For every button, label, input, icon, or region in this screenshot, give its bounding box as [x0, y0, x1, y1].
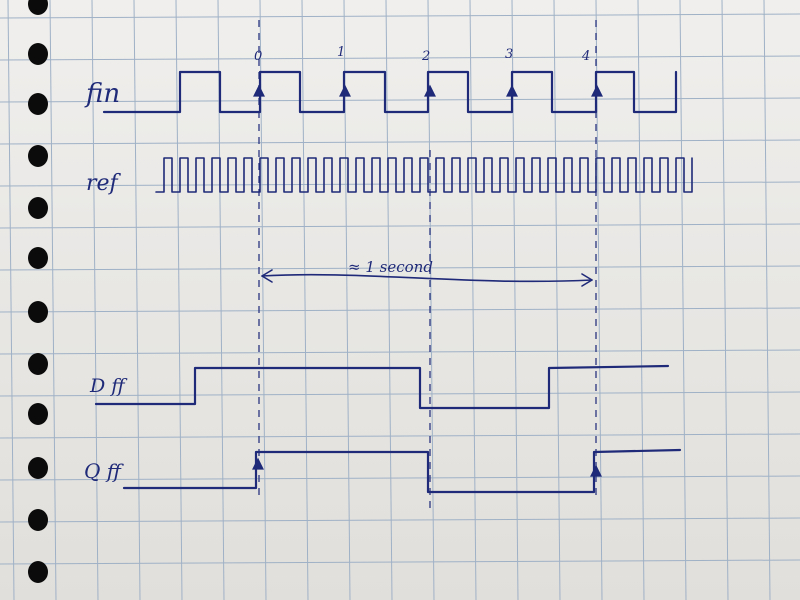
grid-line-vertical [763, 0, 771, 600]
punch-holes [28, 0, 48, 583]
edge-arrow-6 [590, 464, 602, 477]
grid-line-horizontal [0, 55, 800, 61]
edge-number-0: 0 [254, 49, 262, 64]
ref-waveform [155, 157, 693, 193]
grid-line-vertical [49, 0, 57, 600]
grid-line-horizontal [0, 391, 800, 397]
grid-line-vertical [91, 0, 99, 600]
fin-label: fin [84, 79, 120, 109]
grid-line-vertical [301, 0, 309, 600]
grid-line-vertical [133, 0, 141, 600]
grid-line-vertical [385, 0, 393, 600]
punch-hole [28, 0, 48, 15]
punch-hole [28, 403, 48, 425]
ref-label: ref [86, 171, 122, 196]
edge-arrow-4 [591, 84, 603, 97]
grid-line-horizontal [0, 475, 800, 481]
punch-hole [28, 145, 48, 167]
duration-label: ≈ 1 second [348, 258, 433, 276]
edge-arrow-0 [253, 84, 265, 97]
duration-arrowhead-left [261, 269, 273, 283]
grid-line-horizontal [0, 97, 800, 103]
grid-line-horizontal [0, 265, 800, 271]
grid-line-vertical [637, 0, 645, 600]
punch-hole [28, 43, 48, 65]
grid-line-horizontal [0, 181, 800, 187]
grid-line-horizontal [0, 307, 800, 313]
grid-line-horizontal [0, 223, 800, 229]
d-ff-waveform [94, 364, 670, 410]
duration-arrowhead-right [581, 273, 593, 287]
edge-arrows [252, 84, 603, 477]
grid-line-vertical [175, 0, 183, 600]
fin-waveform [102, 70, 678, 114]
grid-line-vertical [679, 0, 687, 600]
grid-line-horizontal [0, 433, 800, 439]
punch-hole [28, 301, 48, 323]
grid-line-horizontal [0, 139, 800, 145]
edge-number-2: 2 [421, 49, 430, 64]
q-ff-label: Q ff [84, 459, 125, 483]
grid-line-vertical [7, 0, 15, 600]
punch-hole [28, 93, 48, 115]
edge-arrow-3 [506, 84, 518, 97]
q-ff-waveform [122, 448, 682, 494]
punch-hole [28, 561, 48, 583]
grid-line-horizontal [0, 13, 800, 19]
edge-number-1: 1 [337, 45, 345, 60]
duration-arrow-line [261, 273, 593, 283]
grid-line-horizontal [0, 517, 800, 523]
grid-line-vertical [721, 0, 729, 600]
grid-line-horizontal [0, 349, 800, 355]
edge-arrow-1 [339, 84, 351, 97]
grid-line-vertical [553, 0, 561, 600]
punch-hole [28, 247, 48, 269]
grid-line-vertical [469, 0, 477, 600]
grid-line-horizontal [0, 559, 800, 565]
edge-number-3: 3 [505, 47, 513, 62]
edge-number-4: 4 [581, 49, 590, 64]
d-ff-label: D ff [89, 375, 128, 397]
punch-hole [28, 509, 48, 531]
edge-arrow-2 [424, 84, 436, 97]
punch-hole [28, 353, 48, 375]
punch-hole [28, 197, 48, 219]
edge-arrow-5 [252, 457, 264, 470]
punch-hole [28, 457, 48, 479]
